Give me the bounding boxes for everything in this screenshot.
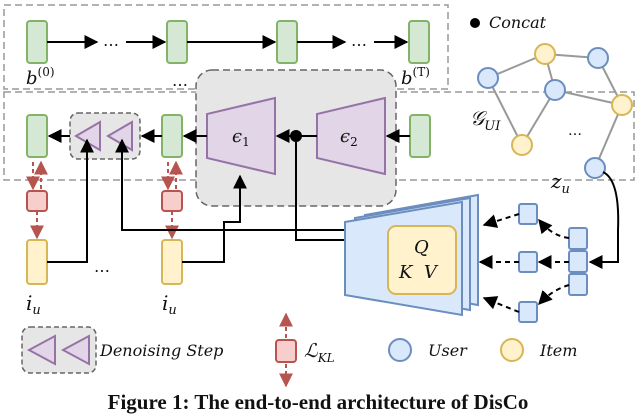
legend-user-label: User [428, 341, 468, 360]
item-block-2 [161, 239, 183, 285]
item-block-1 [26, 239, 48, 285]
label-iu-2: iu [162, 291, 177, 318]
graph-user-node-3 [544, 79, 566, 101]
label-iu-1: iu [26, 291, 41, 318]
legend-denoising-icon [21, 326, 97, 374]
block-bT [408, 20, 430, 64]
epsilon-1-label: ϵ1 [232, 126, 250, 149]
concat-dot-legend [470, 18, 480, 28]
user-item-graph: … [477, 43, 633, 179]
legend: Denoising Step ℒKL User Item [21, 312, 577, 388]
label-kv: K V [398, 262, 439, 283]
block-denoised-output [26, 114, 48, 158]
legend-item-label: Item [539, 341, 577, 360]
graph-user-node-2 [587, 47, 609, 69]
concat-node [290, 130, 302, 142]
block-b-mid2 [276, 20, 298, 64]
legend-item-icon [500, 338, 524, 362]
label-graph-ui: 𝒢UI [470, 106, 501, 134]
graph-item-node-2 [611, 94, 633, 116]
graph-user-node-4 [584, 157, 606, 179]
label-b0: b(0) [26, 65, 55, 89]
top-ellipsis-2: … [351, 31, 367, 50]
legend-user-icon [388, 338, 412, 362]
block-noisy-input [409, 114, 431, 158]
block-b-mid [166, 20, 188, 64]
embedding-square-1 [518, 203, 538, 225]
epsilon-1-network [206, 96, 276, 176]
embedding-stack-1 [568, 227, 588, 250]
epsilon-2-label: ϵ2 [340, 126, 358, 149]
legend-kl-icon [275, 339, 297, 363]
block-noisy-mid [161, 114, 183, 158]
top-ellipsis-1: … [103, 31, 119, 50]
kl-block-2 [161, 190, 183, 212]
block-b0 [26, 20, 48, 64]
embedding-stack-2 [568, 250, 588, 273]
figure-caption: Figure 1: The end-to-end architecture of… [108, 390, 529, 414]
legend-kl-label: ℒKL [304, 340, 335, 365]
bottom-ellipsis: … [94, 257, 110, 276]
kl-block-1 [26, 190, 48, 212]
embedding-square-2 [518, 251, 538, 273]
concat-label: Concat [489, 13, 547, 32]
epsilon-2-network [316, 96, 386, 176]
embedding-square-3 [518, 301, 538, 323]
graph-user-node-1 [477, 67, 499, 89]
middle-ellipsis: … [172, 71, 188, 90]
legend-denoising-label: Denoising Step [99, 341, 223, 360]
graph-item-node-3 [511, 134, 533, 156]
label-q: Q [414, 237, 429, 258]
embedding-stack-3 [568, 273, 588, 296]
label-zu: zu [550, 169, 570, 197]
label-bT: b(T) [401, 65, 430, 89]
graph-item-node-1 [534, 43, 556, 65]
attention-block [387, 225, 457, 295]
graph-ellipsis: … [568, 123, 582, 139]
